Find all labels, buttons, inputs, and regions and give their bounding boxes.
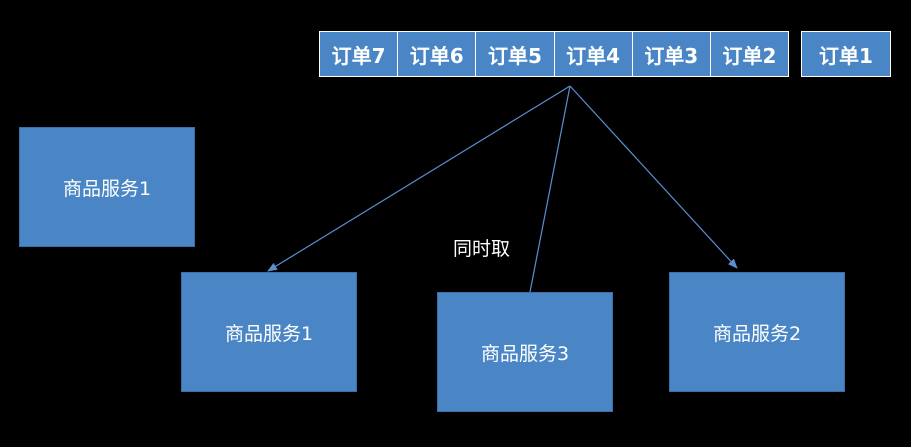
line-to-service-3 — [529, 85, 571, 293]
queue-order-cell: 订单5 — [476, 32, 555, 76]
arrow-to-service-1 — [267, 85, 571, 272]
arrow-to-service-2 — [569, 85, 738, 269]
service-box-left: 商品服务1 — [181, 272, 357, 392]
single-order-box: 订单1 — [801, 31, 891, 77]
queue-order-cell: 订单2 — [722, 43, 777, 68]
queue-order-cell: 订单3 — [633, 32, 711, 76]
service-box-top-left: 商品服务1 — [19, 127, 195, 247]
concurrent-fetch-caption: 同时取 — [453, 238, 511, 260]
order-queue: 订单7 订单6 订单5 订单4 订单3 订单2 — [319, 31, 789, 77]
service-box-right: 商品服务2 — [669, 272, 845, 392]
queue-order-cell: 订单4 — [555, 32, 633, 76]
queue-order-cell: 订单7 — [320, 32, 399, 76]
service-box-middle: 商品服务3 — [437, 292, 613, 412]
queue-order-cell: 订单6 — [398, 32, 477, 76]
